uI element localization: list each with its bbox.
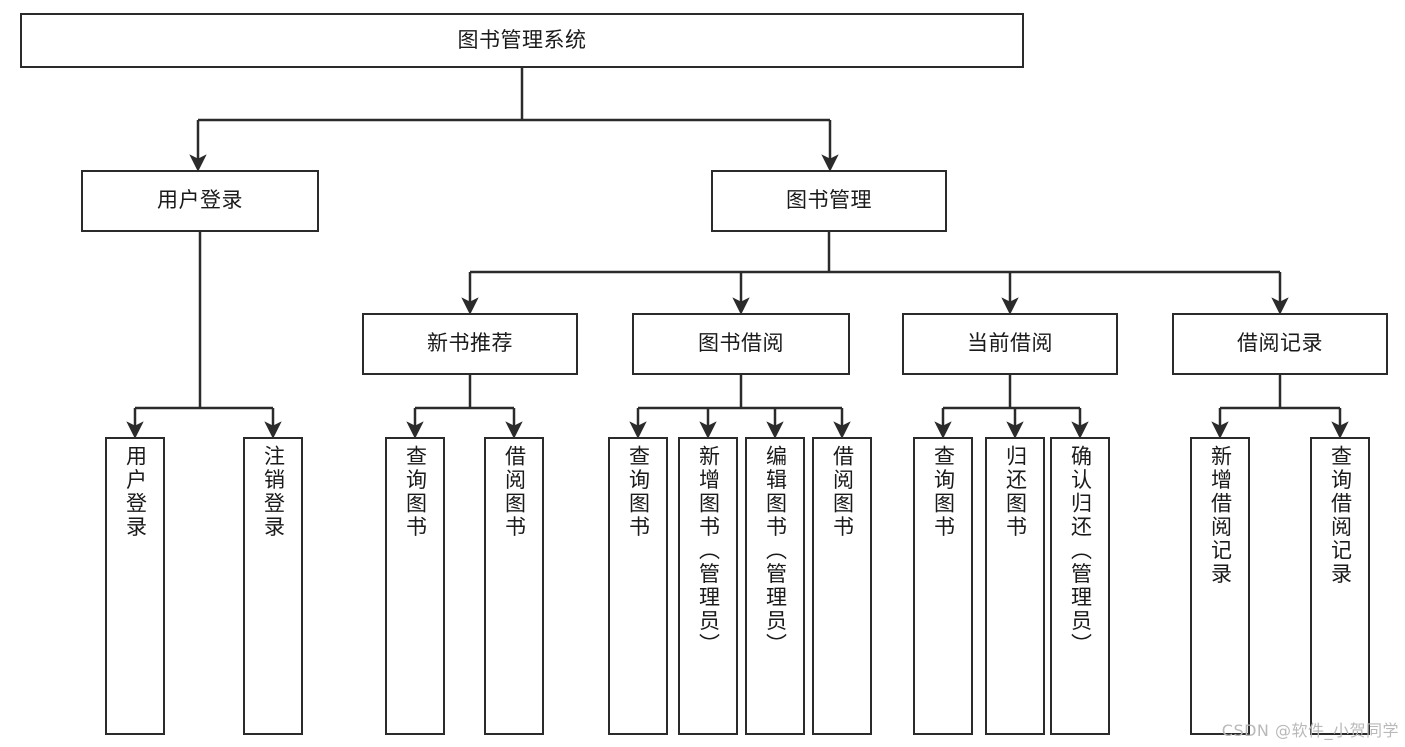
node-leaf-confirm-return[interactable]: 确认归还（管理员） [1050, 437, 1110, 735]
node-leaf-user-login-label: 用户登录 [123, 445, 148, 539]
node-leaf-borrow-book-2-label: 借阅图书 [830, 445, 855, 539]
csdn-watermark: CSDN @软件_小贺同学 [1221, 721, 1399, 740]
node-leaf-query-book-1-label: 查询图书 [403, 445, 428, 539]
node-current-borrow[interactable]: 当前借阅 [902, 313, 1118, 375]
node-leaf-add-book-label: 新增图书（管理员） [696, 445, 721, 657]
node-leaf-logout[interactable]: 注销登录 [243, 437, 303, 735]
node-leaf-confirm-return-label: 确认归还（管理员） [1068, 445, 1093, 657]
node-leaf-borrow-book-2[interactable]: 借阅图书 [812, 437, 872, 735]
node-leaf-borrow-book-1[interactable]: 借阅图书 [484, 437, 544, 735]
node-leaf-query-record-label: 查询借阅记录 [1328, 445, 1353, 586]
node-new-book-recommend-label: 新书推荐 [427, 331, 513, 356]
node-book-borrow[interactable]: 图书借阅 [632, 313, 850, 375]
node-leaf-query-record[interactable]: 查询借阅记录 [1310, 437, 1370, 735]
node-borrow-record-label: 借阅记录 [1237, 331, 1323, 356]
node-user-login-label: 用户登录 [157, 188, 243, 213]
node-leaf-query-book-2-label: 查询图书 [626, 445, 651, 539]
node-leaf-logout-label: 注销登录 [261, 445, 286, 539]
node-leaf-query-book-3[interactable]: 查询图书 [913, 437, 973, 735]
node-leaf-query-book-3-label: 查询图书 [931, 445, 956, 539]
node-current-borrow-label: 当前借阅 [967, 331, 1053, 356]
node-user-login[interactable]: 用户登录 [81, 170, 319, 232]
node-leaf-add-book[interactable]: 新增图书（管理员） [678, 437, 738, 735]
node-book-borrow-label: 图书借阅 [698, 331, 784, 356]
node-leaf-edit-book-label: 编辑图书（管理员） [763, 445, 788, 657]
node-book-manage-label: 图书管理 [786, 188, 872, 213]
node-leaf-query-book-1[interactable]: 查询图书 [385, 437, 445, 735]
node-leaf-add-record-label: 新增借阅记录 [1208, 445, 1233, 586]
node-new-book-recommend[interactable]: 新书推荐 [362, 313, 578, 375]
node-leaf-edit-book[interactable]: 编辑图书（管理员） [745, 437, 805, 735]
node-leaf-add-record[interactable]: 新增借阅记录 [1190, 437, 1250, 735]
node-borrow-record[interactable]: 借阅记录 [1172, 313, 1388, 375]
node-leaf-return-book-label: 归还图书 [1003, 445, 1028, 539]
node-book-manage[interactable]: 图书管理 [711, 170, 947, 232]
node-leaf-query-book-2[interactable]: 查询图书 [608, 437, 668, 735]
node-leaf-borrow-book-1-label: 借阅图书 [502, 445, 527, 539]
node-root-label: 图书管理系统 [457, 27, 587, 52]
node-leaf-return-book[interactable]: 归还图书 [985, 437, 1045, 735]
node-root[interactable]: 图书管理系统 [20, 13, 1024, 68]
node-leaf-user-login[interactable]: 用户登录 [105, 437, 165, 735]
